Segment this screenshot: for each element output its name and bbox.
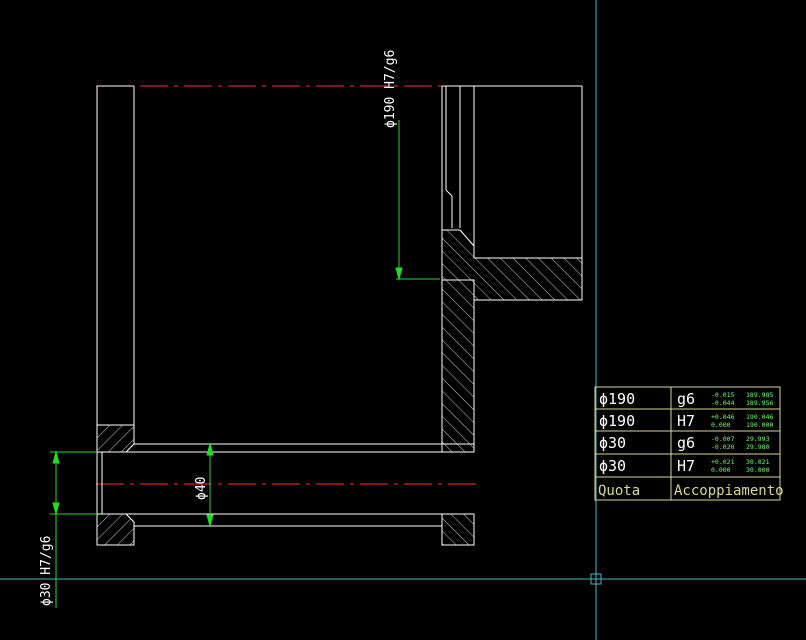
tolerance-table bbox=[594, 386, 781, 501]
table-dev-lo: 0.000 bbox=[711, 421, 731, 429]
dim-d30 bbox=[50, 450, 97, 608]
table-dev-lo: 0.000 bbox=[711, 466, 731, 474]
table-quota: ϕ190 bbox=[599, 390, 635, 408]
left-part bbox=[96, 85, 135, 546]
table-header-fit: Accoppiamento bbox=[674, 483, 784, 499]
table-lim-hi: 189.985 bbox=[746, 391, 773, 399]
table-dev-lo: -0.020 bbox=[711, 443, 735, 451]
table-fit: g6 bbox=[677, 434, 695, 452]
table-fit: H7 bbox=[677, 457, 695, 475]
table-lim-lo: 30.000 bbox=[746, 466, 770, 474]
table-fit: g6 bbox=[677, 390, 695, 408]
dim-d40-label: ϕ40 bbox=[194, 477, 209, 500]
table-dev-hi: +0.046 bbox=[711, 413, 735, 421]
table-dev-lo: -0.044 bbox=[711, 399, 735, 407]
table-lim-hi: 29.993 bbox=[746, 435, 770, 443]
table-lim-lo: 190.000 bbox=[746, 421, 773, 429]
table-lim-hi: 190.046 bbox=[746, 413, 773, 421]
table-quota: ϕ30 bbox=[599, 434, 626, 452]
shaft bbox=[126, 443, 474, 527]
table-quota: ϕ30 bbox=[599, 457, 626, 475]
table-header-quota: Quota bbox=[598, 483, 640, 499]
dim-d30-label: ϕ30 H7/g6 bbox=[39, 536, 54, 606]
table-dev-hi: -0.007 bbox=[711, 435, 735, 443]
table-fit: H7 bbox=[677, 412, 695, 430]
table-lim-lo: 189.956 bbox=[746, 399, 773, 407]
right-part bbox=[441, 85, 583, 546]
dim-d190-label: ϕ190 H7/g6 bbox=[383, 50, 398, 128]
table-dev-hi: -0.015 bbox=[711, 391, 735, 399]
table-lim-hi: 30.021 bbox=[746, 458, 770, 466]
dim-d40 bbox=[206, 442, 214, 528]
dim-d190 bbox=[395, 120, 440, 281]
table-lim-lo: 29.980 bbox=[746, 443, 770, 451]
table-quota: ϕ190 bbox=[599, 412, 635, 430]
table-dev-hi: +0.021 bbox=[711, 458, 735, 466]
